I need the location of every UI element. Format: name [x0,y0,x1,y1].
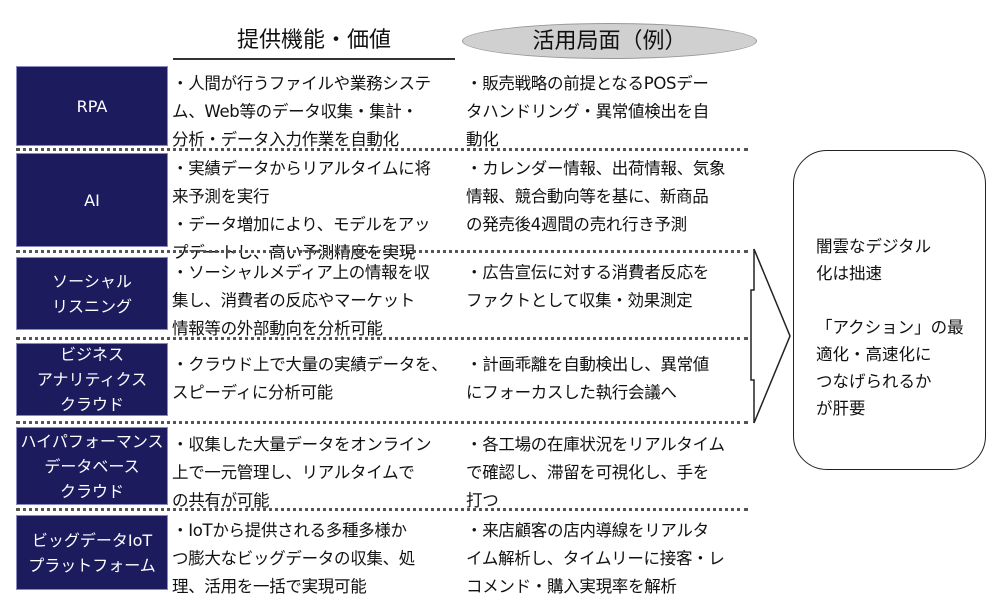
divider [16,250,748,253]
row-label-ai: AI [16,153,168,247]
row-label-business-analytics: ビジネス アナリティクス クラウド [16,343,168,416]
row-usecase-business-analytics: ・計画乖離を自動検出し、異常値 にフォーカスした執行会議へ [466,355,710,402]
divider [16,421,748,424]
row-features-hp-database: ・収集した大量データをオンライン 上で一元管理し、リアルタイムで の共有が可能 [172,435,432,510]
row-features-social-listening: ・ソーシャルメディア上の情報を収 集し、消費者の反応やマーケット 情報等の外部動… [172,263,430,338]
row-usecase-hp-database: ・各工場の在庫状況をリアルタイム で確認し、滞留を可視化し、手を 打つ [466,435,725,510]
row-label-social-listening: ソーシャル リスニング [16,257,168,330]
row-label-hp-database: ハイパフォーマンス データベース クラウド [16,427,168,505]
row-usecase-bigdata-iot: ・来店顧客の店内導線をリアルタ イム解析し、タイムリーに接客・レ コメンド・購入… [466,521,725,596]
row-features-business-analytics: ・クラウド上で大量の実績データを、 スピーディに分析可能 [172,355,448,402]
right-arrow-icon [750,248,791,424]
features-header: 提供機能・価値 [173,26,455,60]
row-label-bigdata-iot: ビッグデータIoT プラットフォーム [16,515,168,590]
divider [16,337,748,340]
divider [16,508,748,511]
summary-box: 闇雲なデジタル 化は拙速 「アクション」の最 適化・高速化に つなげられるか が… [793,150,986,470]
row-usecase-social-listening: ・広告宣伝に対する消費者反応を ファクトとして収集・効果測定 [466,263,710,310]
row-features-bigdata-iot: ・IoTから提供される多種多様か つ膨大なビッグデータの収集、処 理、活用を一括… [172,521,416,596]
row-label-rpa: RPA [16,66,168,146]
divider [16,148,748,151]
row-usecase-ai: ・カレンダー情報、出荷情報、気象 情報、競合動向等を基に、新商品 の発売後4週間… [466,159,726,234]
use-cases-header: 活用局面（例） [462,23,757,59]
row-usecase-rpa: ・販売戦略の前提となるPOSデー タハンドリング・異常値検出を自 動化 [466,74,710,149]
row-features-rpa: ・人間が行うファイルや業務システ ム、Web等のデータ収集・集計・ 分析・データ… [172,74,431,149]
